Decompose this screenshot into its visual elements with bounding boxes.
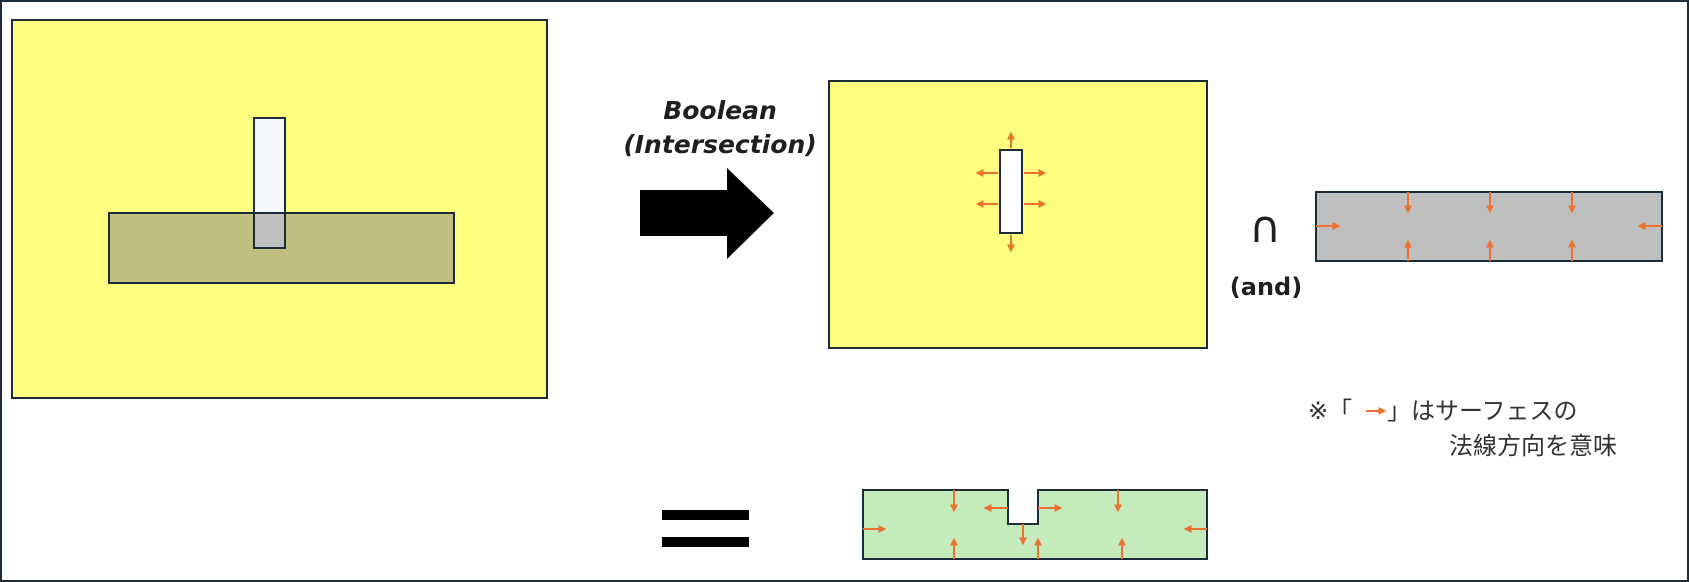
operand-inverted-slab [1315, 191, 1663, 262]
operand-box-with-hole [828, 80, 1208, 349]
equals-bar-bottom [662, 537, 749, 547]
intersection-symbol: ∩ [1249, 202, 1281, 253]
note-line2: 法線方向を意味 [1449, 432, 1617, 460]
boolean-arrow [640, 168, 774, 259]
boolean-label: Boolean [663, 96, 777, 125]
equals-sign [662, 510, 749, 547]
intersection-label: (Intersection) [623, 130, 816, 159]
hole-normal-arrows [975, 131, 1047, 253]
result-normal-arrows [863, 490, 1207, 559]
result-shape [862, 489, 1208, 560]
and-label: (and) [1230, 273, 1302, 301]
slab-normal-arrows [1316, 192, 1662, 261]
equals-bar-top [662, 510, 749, 520]
operand-hole [999, 149, 1023, 234]
normal-direction-note: ※「 」はサーフェスの 法線方向を意味 [1308, 397, 1617, 460]
post-overlap-region [253, 212, 286, 249]
original-shapes [11, 19, 548, 399]
result-notched-slab [862, 489, 1208, 560]
note-prefix: ※「 [1308, 397, 1352, 425]
note-suffix: 」はサーフェスの [1387, 397, 1578, 425]
